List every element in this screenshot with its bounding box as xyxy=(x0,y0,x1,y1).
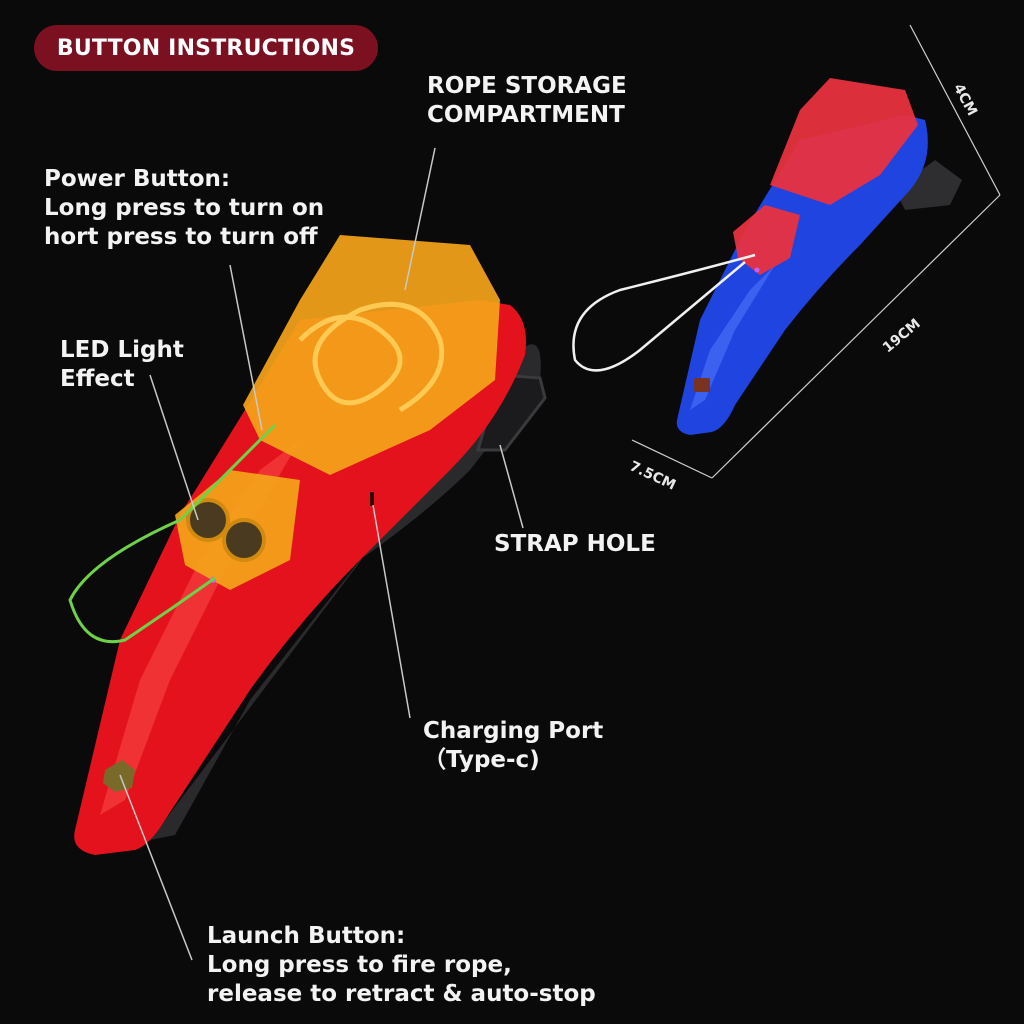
rope-coil xyxy=(298,301,445,413)
charging-port-slot xyxy=(370,492,374,506)
dimension-lines xyxy=(631,24,1001,479)
launch-button-line1: Launch Button: xyxy=(207,923,406,949)
white-rope xyxy=(572,253,756,372)
launch-button-label: Launch Button: Long press to fire rope, … xyxy=(207,922,596,1009)
charging-port-label: Charging Port （Type-c) xyxy=(423,717,603,775)
leader-rope-storage xyxy=(404,147,436,291)
green-rope xyxy=(68,423,277,644)
blue-launcher-back-shell xyxy=(895,160,962,210)
led-light-line2: Effect xyxy=(60,366,135,392)
leader-led-light xyxy=(149,374,199,521)
section-badge: BUTTON INSTRUCTIONS xyxy=(34,25,378,71)
dim-line-width xyxy=(631,439,713,479)
rope-storage-line2: COMPARTMENT xyxy=(427,102,625,128)
power-button-line2: Long press to turn on xyxy=(44,195,325,221)
strap-hole-line1: STRAP HOLE xyxy=(494,531,656,557)
blue-launcher-button xyxy=(694,378,710,392)
launch-button-line2: Long press to fire rope, xyxy=(207,952,512,978)
dim-line-height xyxy=(909,24,1001,196)
leader-launch-button xyxy=(119,774,193,961)
led-lens-left xyxy=(186,498,230,542)
rope-storage-line1: ROPE STORAGE xyxy=(427,73,627,99)
charging-port-line2: （Type-c) xyxy=(423,747,540,773)
dim-line-length xyxy=(711,194,1001,479)
blue-launcher xyxy=(572,78,962,435)
leader-charging-port xyxy=(372,504,411,719)
blue-launcher-highlight xyxy=(690,265,775,410)
led-lens-right xyxy=(222,518,266,562)
charging-port-line1: Charging Port xyxy=(423,718,604,744)
leader-strap-hole xyxy=(499,444,524,529)
rope-storage-compartment xyxy=(243,235,500,475)
launch-button xyxy=(103,760,135,792)
blue-launcher-compartment xyxy=(770,78,918,205)
led-light-label: LED Light Effect xyxy=(60,336,184,394)
rope-storage-label: ROPE STORAGE COMPARTMENT xyxy=(427,72,627,130)
blue-launcher-body xyxy=(676,115,928,435)
launch-button-line3: release to retract & auto-stop xyxy=(207,981,596,1007)
strap-hole-label: STRAP HOLE xyxy=(494,530,656,559)
led-light-line1: LED Light xyxy=(60,337,184,363)
power-button-line3: hort press to turn off xyxy=(44,224,318,250)
leader-lines xyxy=(119,147,524,961)
power-button-line1: Power Button: xyxy=(44,166,231,192)
blue-launcher-led-dot xyxy=(754,267,760,273)
leader-power-button xyxy=(229,264,263,431)
red-launcher-body xyxy=(74,300,527,855)
red-launcher xyxy=(68,235,547,855)
red-launcher-highlight xyxy=(100,440,300,815)
power-button-label: Power Button: Long press to turn on hort… xyxy=(44,165,324,252)
